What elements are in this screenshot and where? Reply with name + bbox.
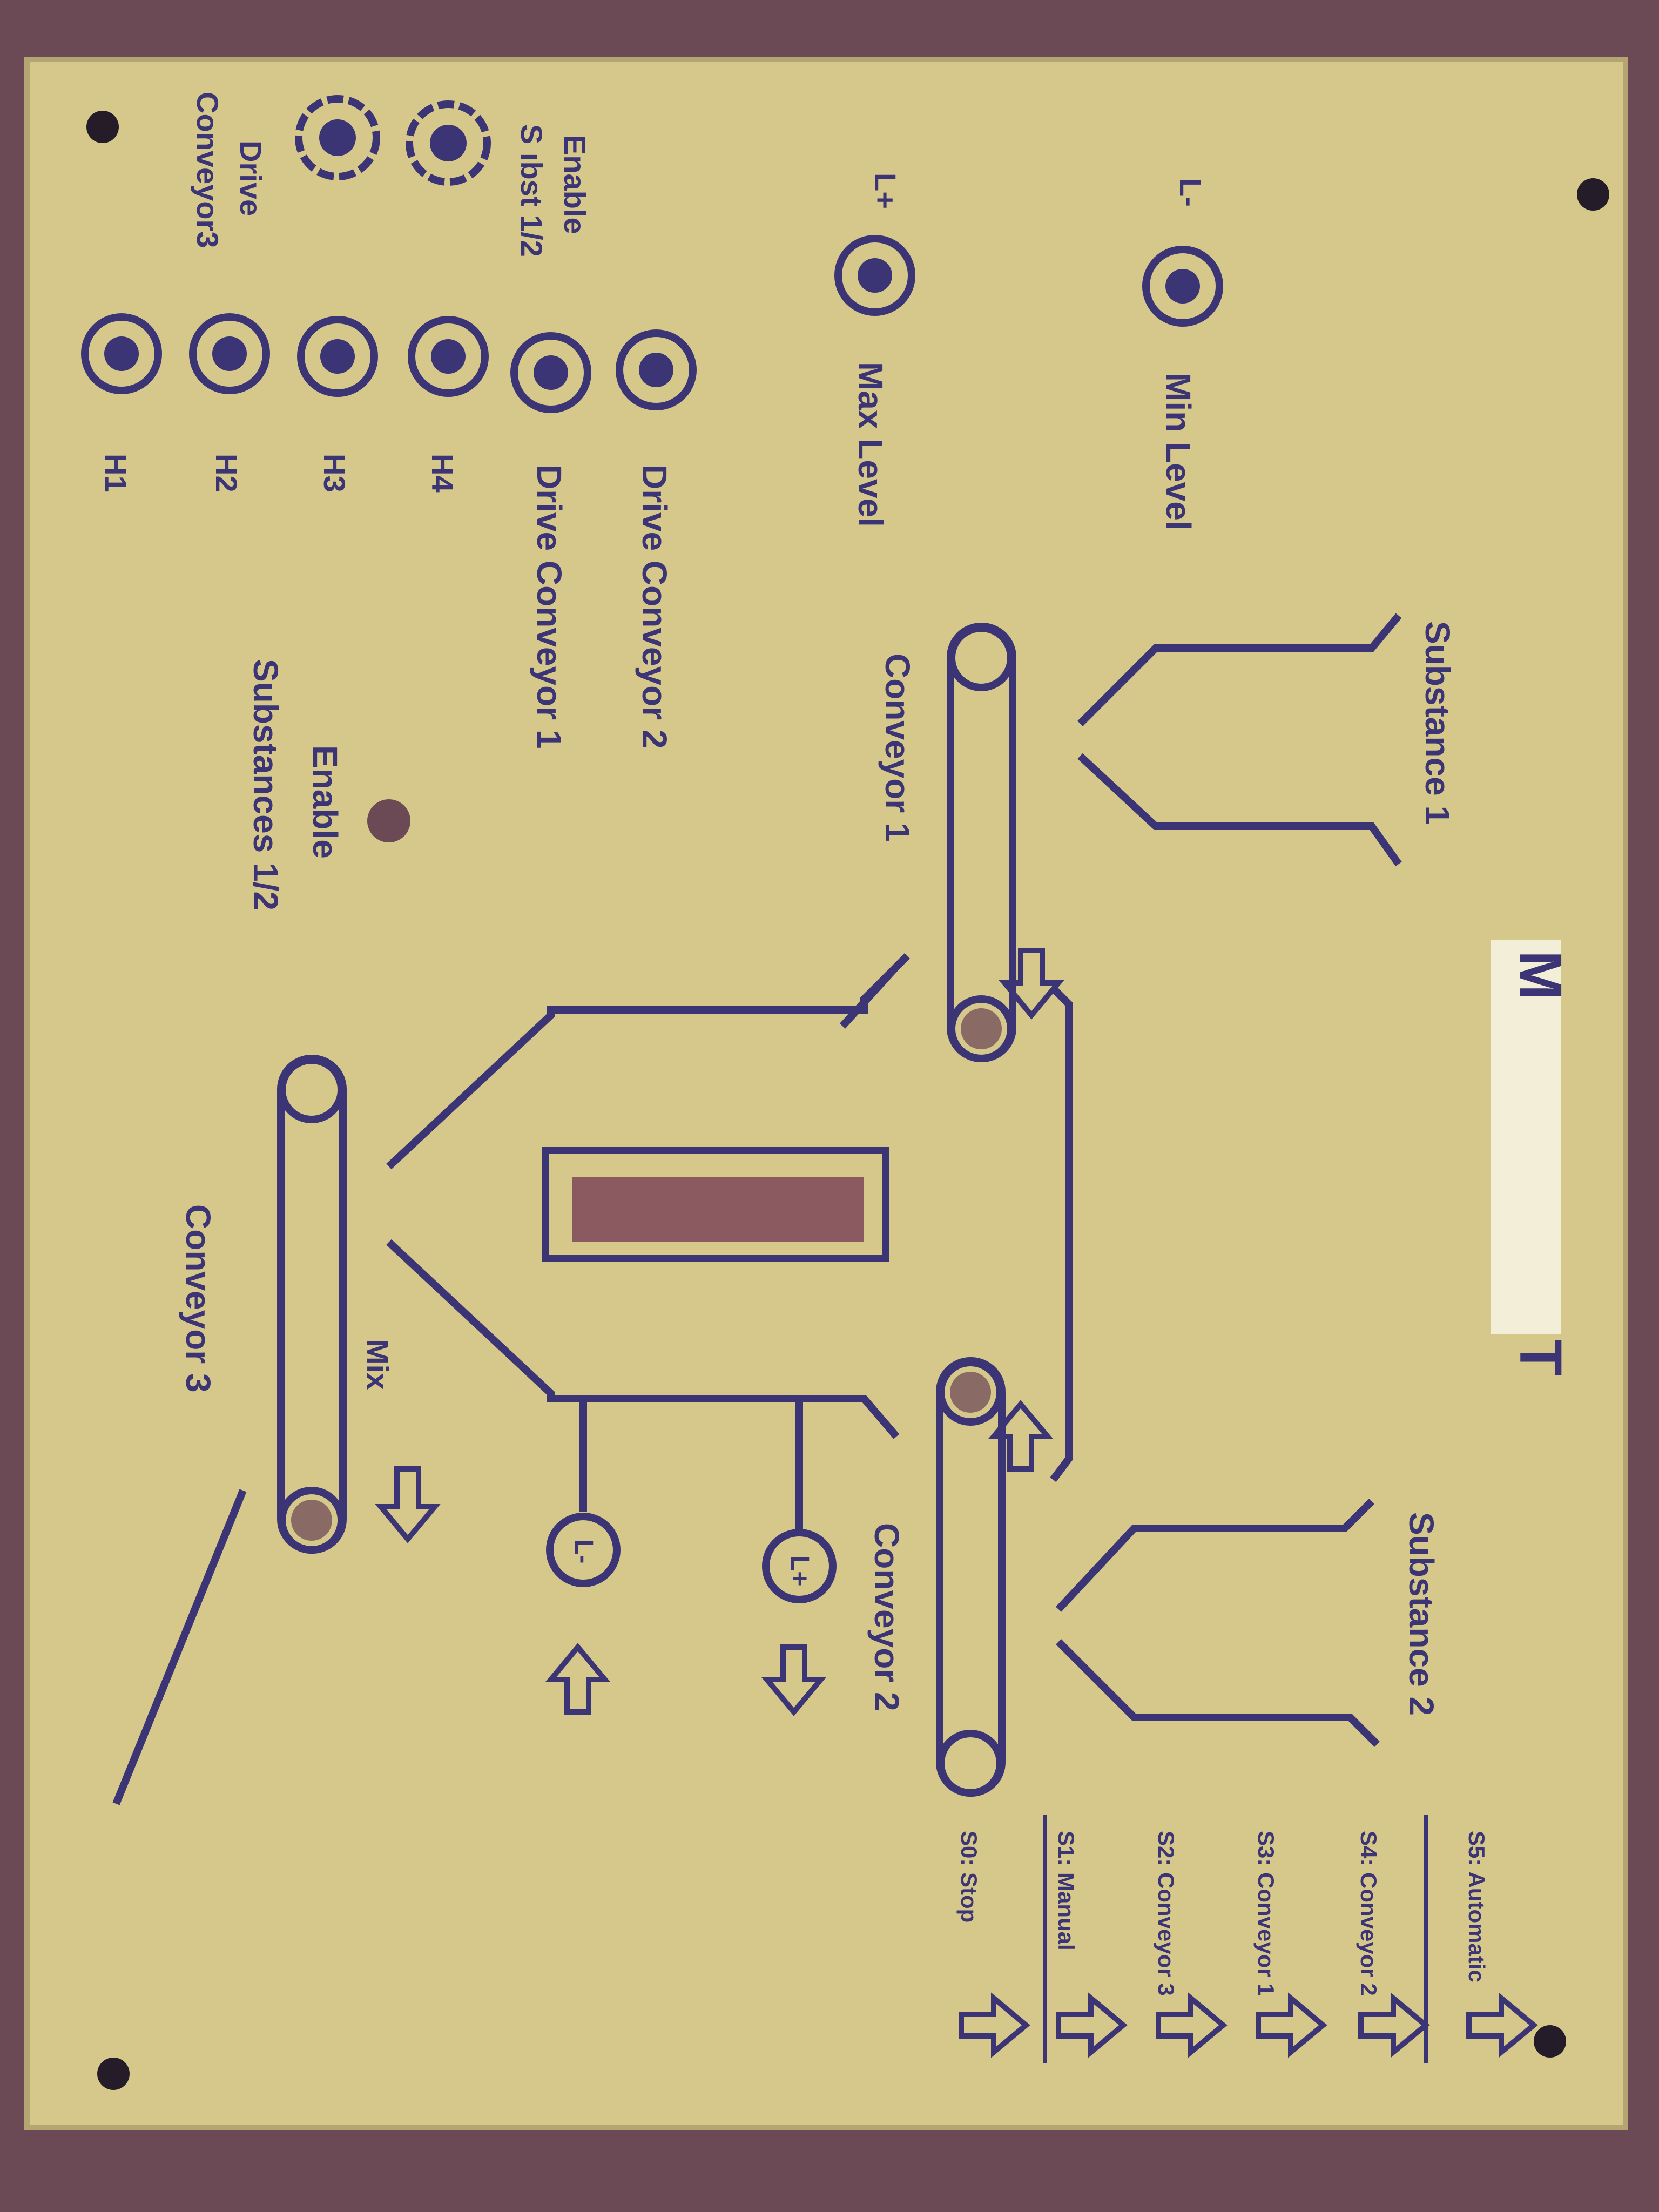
sensor-l-plus bbox=[762, 1529, 837, 1603]
label-drive: Drive bbox=[234, 140, 268, 216]
label-drive-conveyor-1: Drive Conveyor 1 bbox=[530, 464, 569, 748]
label-min-level: Min Level bbox=[1159, 373, 1198, 530]
label-drive-conveyor-2: Drive Conveyor 2 bbox=[635, 464, 674, 748]
label-s4: S4: Conveyor 2 bbox=[1356, 1831, 1381, 1996]
label-conveyor-3: Conveyor 3 bbox=[179, 1204, 218, 1393]
socket-drive-conveyor-1[interactable] bbox=[510, 332, 591, 413]
hopper-substance-1-lower bbox=[1077, 753, 1402, 867]
label-substance-2: Substance 2 bbox=[1402, 1512, 1441, 1716]
label-tank-l-plus: L+ bbox=[785, 1555, 814, 1586]
label-conveyor-2: Conveyor 2 bbox=[867, 1523, 906, 1711]
mounting-hole bbox=[97, 2058, 130, 2090]
label-substance-1: Substance 1 bbox=[1418, 621, 1457, 825]
socket-h2[interactable] bbox=[189, 313, 270, 394]
socket-h4[interactable] bbox=[408, 316, 489, 397]
pcb-board bbox=[24, 57, 1628, 2130]
title-right: T bbox=[1507, 1339, 1574, 1375]
slide bbox=[112, 1489, 247, 1805]
socket-drive-conveyor-2[interactable] bbox=[616, 329, 697, 410]
socket-l-minus[interactable] bbox=[1142, 246, 1223, 327]
switch-arrow-icon bbox=[959, 1992, 1030, 2058]
label-s3: S3: Conveyor 1 bbox=[1253, 1831, 1279, 1996]
label-conveyor-1: Conveyor 1 bbox=[878, 653, 917, 842]
arrow-up-icon bbox=[545, 1643, 611, 1715]
label-max-level: Max Level bbox=[851, 362, 890, 527]
mixer-tank-cutout bbox=[572, 1177, 864, 1242]
label-l-minus: L- bbox=[1174, 178, 1208, 207]
sticker bbox=[1491, 940, 1561, 1334]
switch-arrow-icon bbox=[1056, 1992, 1128, 2058]
label-enable: Enable bbox=[558, 135, 592, 234]
socket-l-plus[interactable] bbox=[834, 235, 915, 316]
label-tank-l-minus: L- bbox=[569, 1539, 598, 1563]
label-l-plus: L+ bbox=[868, 173, 902, 209]
socket-enable-substances[interactable] bbox=[406, 100, 491, 186]
label-substances-12: Substances 1/2 bbox=[246, 659, 285, 911]
board-hole bbox=[367, 799, 410, 842]
arrow-up-icon bbox=[988, 1400, 1054, 1472]
conveyor-3 bbox=[277, 1055, 347, 1554]
chute-mix bbox=[386, 1239, 900, 1439]
label-s1: S1: Manual bbox=[1054, 1831, 1079, 1951]
label-s2: S2: Conveyor 3 bbox=[1154, 1831, 1179, 1996]
label-h4: H4 bbox=[426, 454, 460, 493]
label-mix: Mix bbox=[361, 1339, 395, 1390]
vertical-channel bbox=[1050, 986, 1073, 1482]
switch-arrow-icon bbox=[1358, 1992, 1430, 2058]
label-h3: H3 bbox=[318, 454, 352, 493]
socket-h3[interactable] bbox=[297, 316, 378, 397]
label-h1: H1 bbox=[99, 454, 133, 493]
label-s-ubst: S ıbst 1/2 bbox=[515, 124, 549, 257]
arrow-down-icon bbox=[761, 1644, 827, 1716]
mixer-tank bbox=[542, 1147, 889, 1262]
sensor-l-minus bbox=[546, 1513, 621, 1587]
mounting-hole bbox=[1534, 2025, 1566, 2058]
switch-arrow-icon bbox=[1256, 1992, 1327, 2058]
chute-left bbox=[839, 964, 900, 1029]
title-left: M bbox=[1507, 950, 1574, 1000]
socket-h1[interactable] bbox=[81, 313, 162, 394]
label-s5: S5: Automatic bbox=[1464, 1831, 1489, 1982]
conveyor-2 bbox=[936, 1357, 1006, 1797]
label-h2: H2 bbox=[210, 454, 244, 493]
hopper-substance-1 bbox=[1077, 613, 1402, 726]
switch-arrow-icon bbox=[1466, 1992, 1538, 2058]
socket-drive-conveyor-3[interactable] bbox=[295, 95, 380, 180]
hopper-substance-2 bbox=[1055, 1499, 1374, 1612]
arrow-down-icon bbox=[999, 948, 1064, 1020]
hopper-substance-2-lower bbox=[1056, 1639, 1380, 1747]
label-conveyor3: Conveyor3 bbox=[191, 92, 225, 248]
label-enable-substances: Enable bbox=[306, 745, 345, 859]
arrow-down-icon bbox=[375, 1466, 441, 1543]
mounting-hole bbox=[86, 111, 119, 143]
label-s0: S0: Stop bbox=[956, 1831, 982, 1923]
switch-arrow-icon bbox=[1156, 1992, 1228, 2058]
conveyor-1 bbox=[947, 623, 1016, 1062]
mounting-hole bbox=[1577, 178, 1609, 211]
